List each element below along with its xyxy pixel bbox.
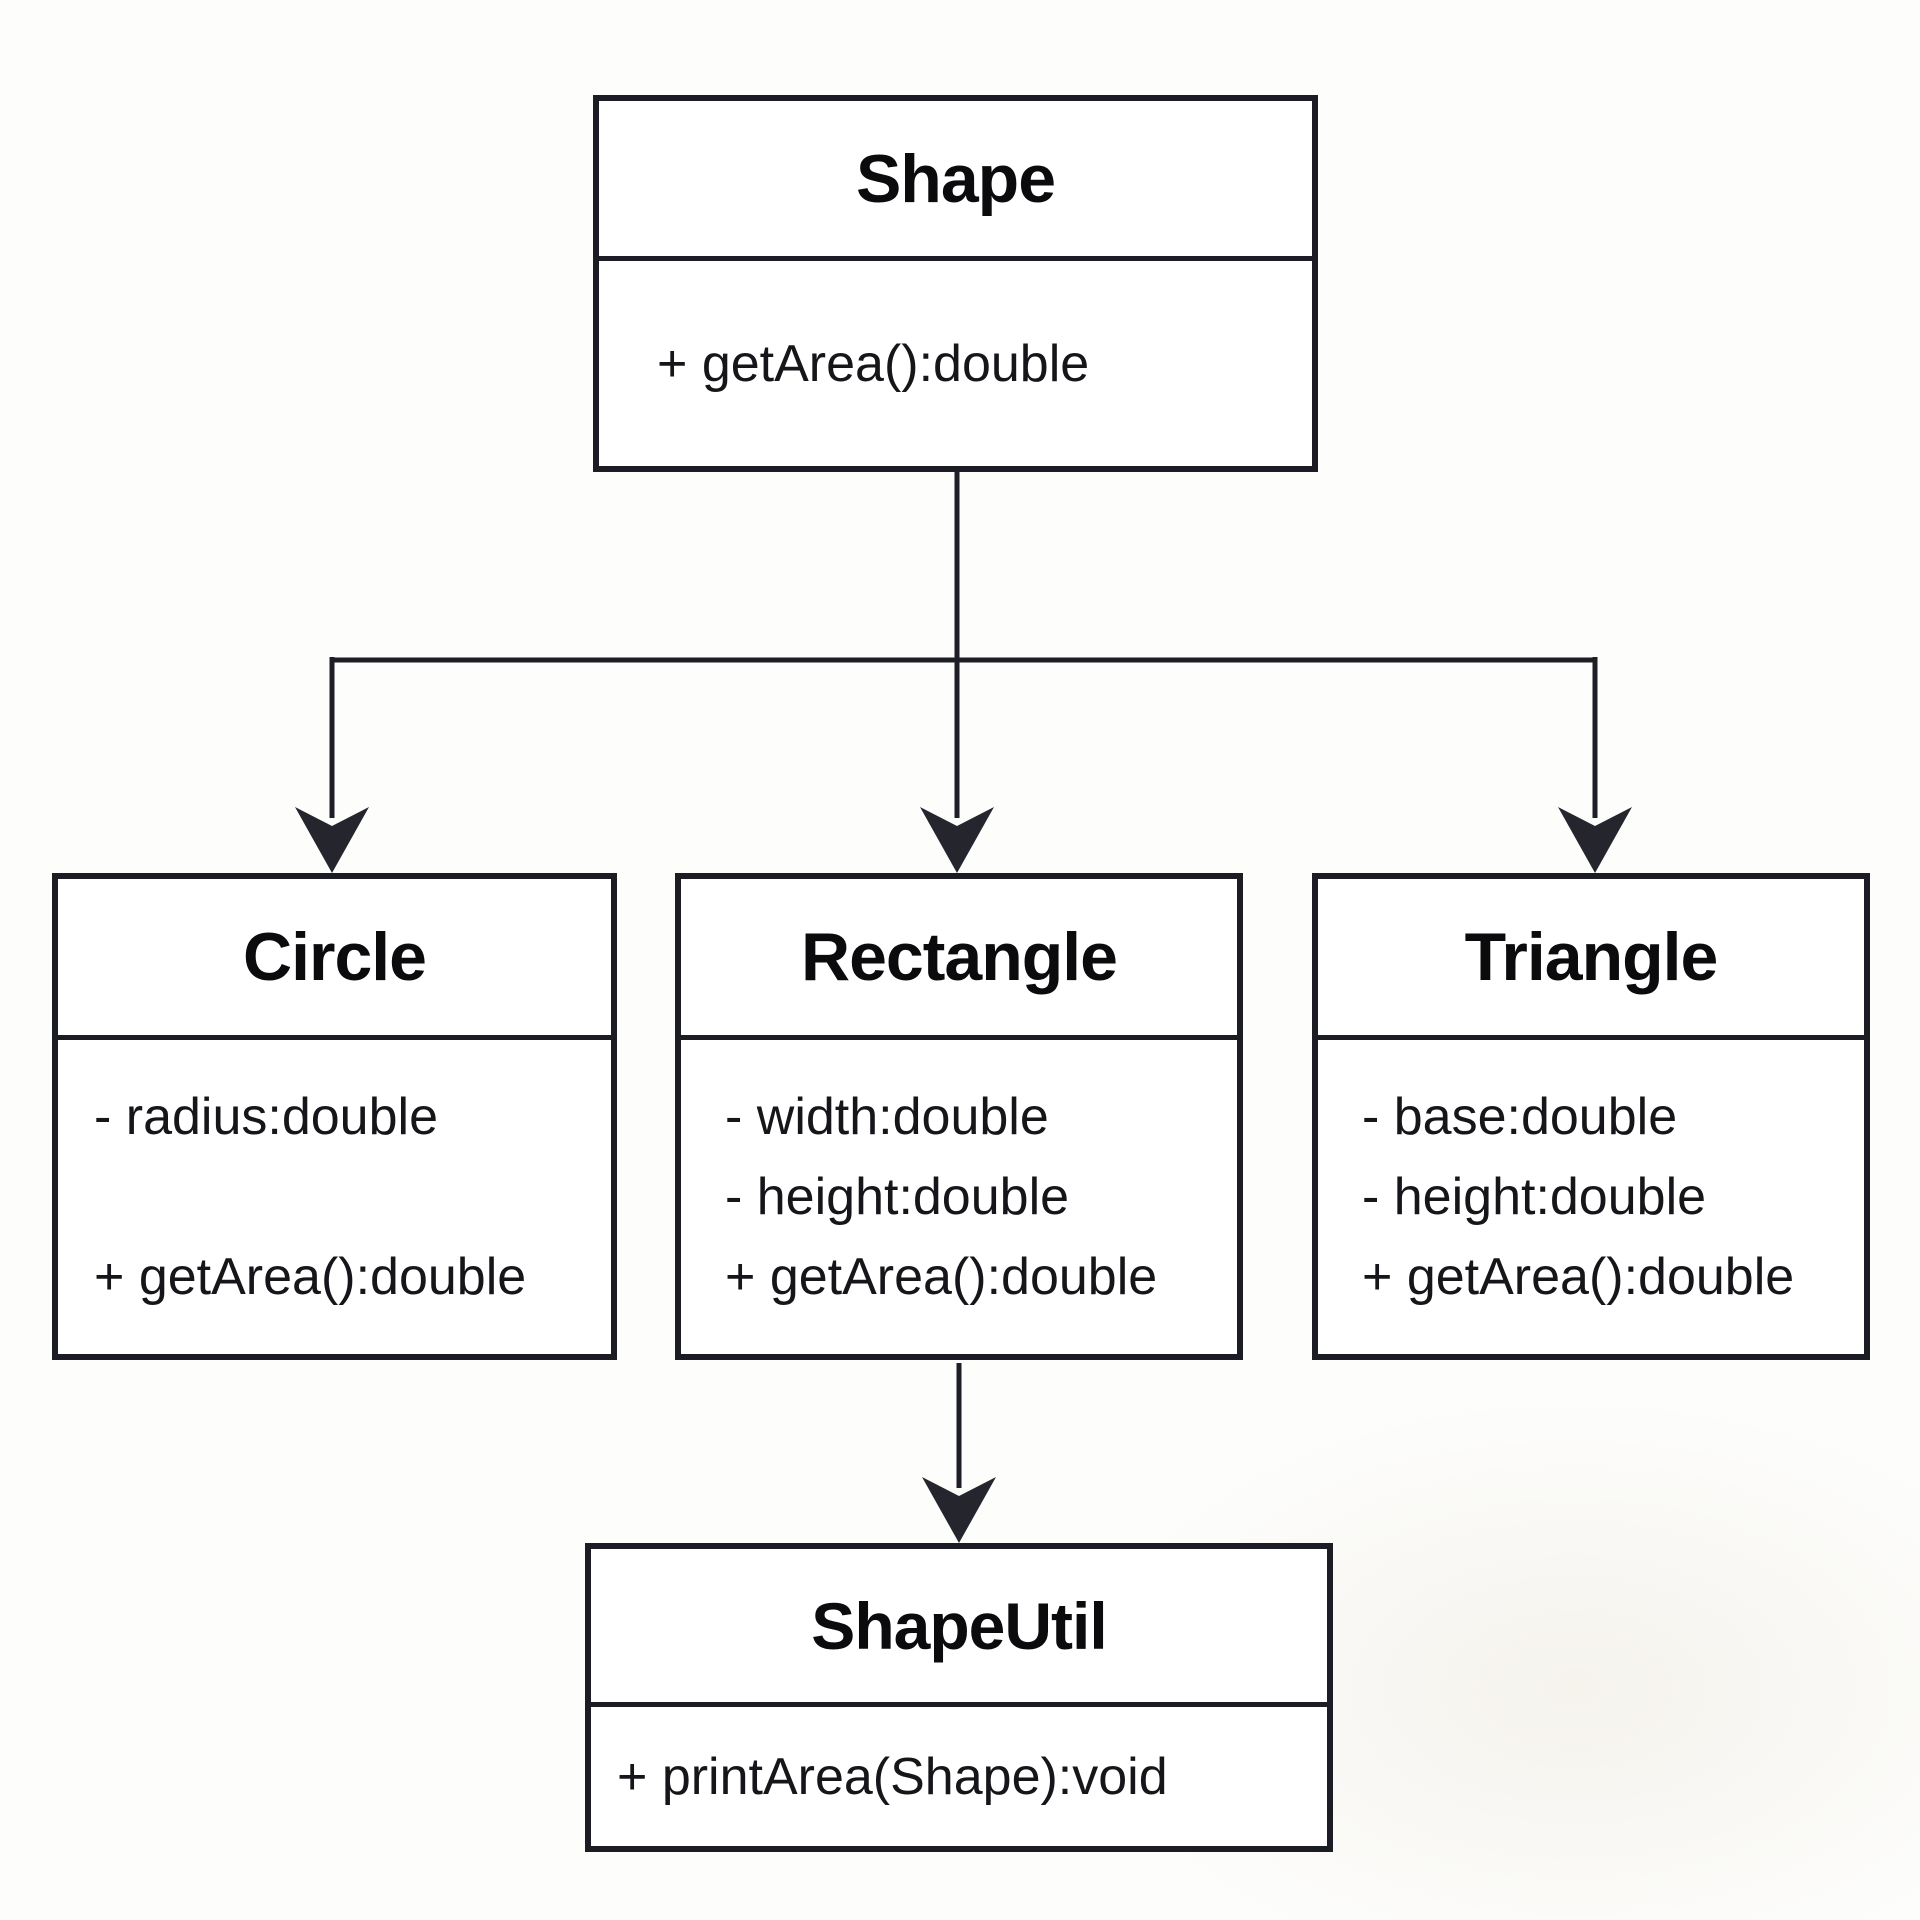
class-box-circle: Circle - radius:double + getArea():doubl… [52,873,617,1360]
class-title-triangle: Triangle [1318,879,1864,1040]
arrowhead-into-rectangle [920,807,994,873]
attribute-line: - height:double [1362,1168,1707,1226]
attribute-line: - radius:double [94,1088,438,1146]
class-members-shapeutil: + printArea(Shape):void [591,1707,1327,1846]
attribute-line: - width:double [725,1088,1049,1146]
class-box-shape: Shape + getArea():double [593,95,1318,472]
class-box-triangle: Triangle - base:double - height:double +… [1312,873,1870,1360]
class-members-shape: + getArea():double [599,261,1312,466]
attribute-line: - height:double [725,1168,1070,1226]
method-line: + getArea():double [657,334,1090,393]
method-line: + getArea():double [1362,1248,1795,1306]
arrowhead-into-circle [295,807,369,873]
method-line: + printArea(Shape):void [617,1747,1168,1806]
class-box-rectangle: Rectangle - width:double - height:double… [675,873,1243,1360]
class-title-circle: Circle [58,879,611,1040]
class-title-shape: Shape [599,101,1312,261]
arrowhead-into-shapeutil [922,1477,996,1543]
class-members-rectangle: - width:double - height:double + getArea… [681,1040,1237,1354]
class-box-shapeutil: ShapeUtil + printArea(Shape):void [585,1543,1333,1852]
method-line: + getArea():double [94,1248,527,1306]
method-line: + getArea():double [725,1248,1158,1306]
attribute-line: - base:double [1362,1088,1678,1146]
class-title-shapeutil: ShapeUtil [591,1549,1327,1707]
arrowhead-into-triangle [1558,807,1632,873]
class-title-rectangle: Rectangle [681,879,1237,1040]
class-members-circle: - radius:double + getArea():double [58,1040,611,1354]
class-members-triangle: - base:double - height:double + getArea(… [1318,1040,1864,1354]
